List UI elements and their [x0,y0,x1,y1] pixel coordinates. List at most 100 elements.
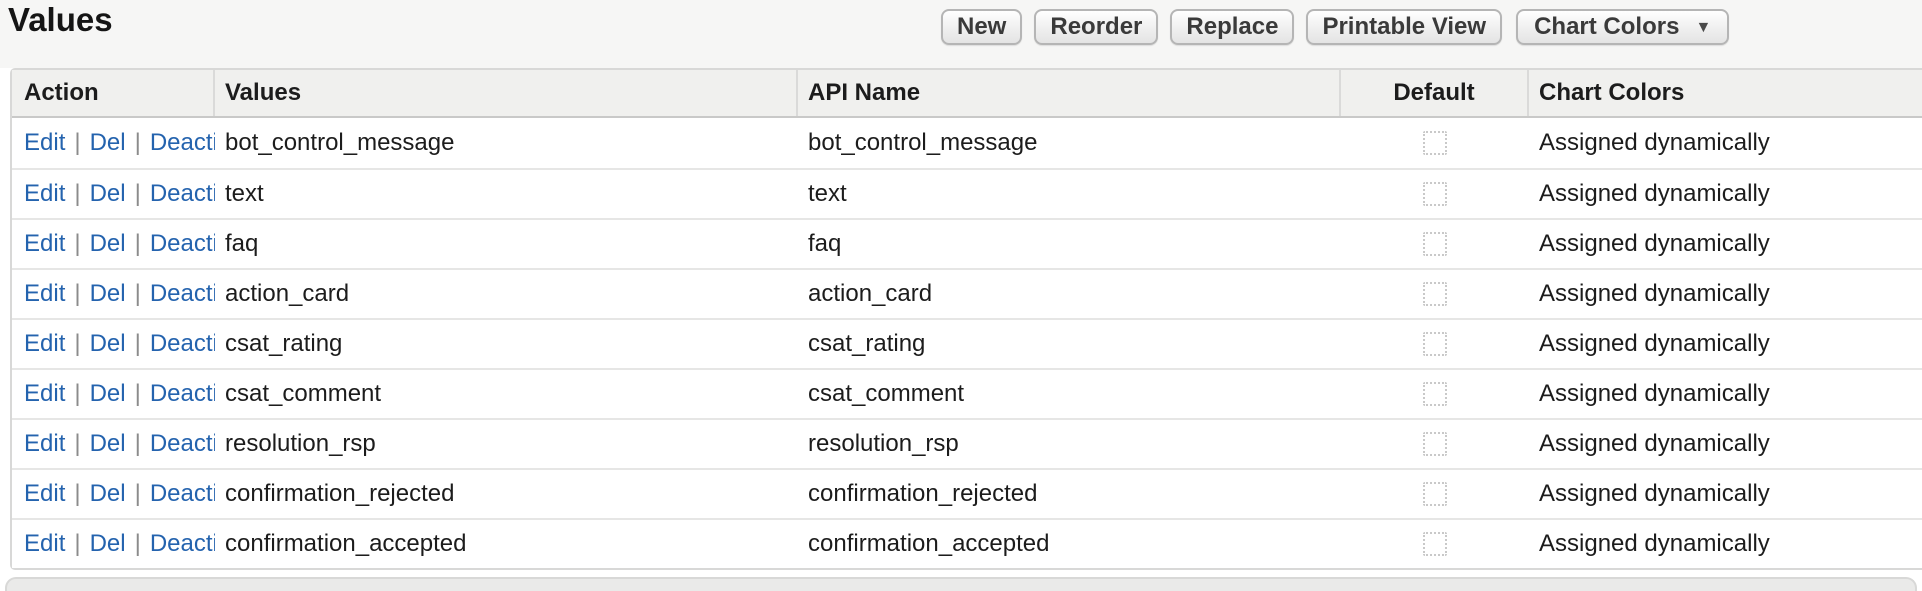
dropdown-arrow-icon: ▼ [1695,19,1712,36]
chart-colors-cell: Assigned dynamically [1539,180,1770,207]
default-cell [1341,420,1529,468]
toolbar-button[interactable]: New [941,9,1023,45]
edit-link[interactable]: Edit [24,230,66,257]
table-row: Edit | Del | Deactivate resolution_rsp r… [12,418,1922,468]
value-cell: confirmation_rejected [225,480,455,507]
toolbar-button[interactable]: Reorder [1034,9,1159,45]
action-cell: Edit | Del | Deactivate [12,520,215,568]
toolbar-button[interactable]: Replace [1170,9,1295,45]
chart-colors-cell: Assigned dynamically [1539,380,1770,407]
action-cell: Edit | Del | Deactivate [12,220,215,268]
edit-link[interactable]: Edit [24,330,66,357]
action-cell: Edit | Del | Deactivate [12,420,215,468]
toolbar-button[interactable]: Printable View [1306,9,1503,45]
chart-colors-cell: Assigned dynamically [1539,430,1770,457]
default-cell [1341,520,1529,568]
link-separator: | [74,530,81,557]
deactivate-link[interactable]: Deactivate [149,380,215,407]
value-cell: confirmation_accepted [225,530,467,557]
column-header-values: Values [215,70,798,116]
del-link[interactable]: Del [89,430,126,457]
deactivate-link[interactable]: Deactivate [149,180,215,207]
value-cell: resolution_rsp [225,430,376,457]
value-cell: bot_control_message [225,129,455,156]
api-name-cell: confirmation_accepted [808,530,1050,557]
edit-link[interactable]: Edit [24,530,66,557]
default-checkbox [1423,282,1447,306]
default-cell [1341,370,1529,418]
deactivate-link[interactable]: Deactivate [149,480,215,507]
link-separator: | [134,330,141,357]
default-checkbox [1423,232,1447,256]
link-separator: | [74,230,81,257]
table-row: Edit | Del | Deactivate confirmation_rej… [12,468,1922,518]
default-cell [1341,470,1529,518]
del-link[interactable]: Del [89,530,126,557]
api-name-cell: csat_rating [808,330,926,357]
link-separator: | [74,330,81,357]
del-link[interactable]: Del [89,380,126,407]
action-cell: Edit | Del | Deactivate [12,118,215,168]
next-section-top-edge [5,577,1917,591]
link-separator: | [134,530,141,557]
link-separator: | [74,180,81,207]
table-row: Edit | Del | Deactivate csat_rating csat… [12,318,1922,368]
table-row: Edit | Del | Deactivate action_card acti… [12,268,1922,318]
table-header-row: Action Values API Name Default Chart Col… [12,70,1922,118]
default-checkbox [1423,332,1447,356]
link-separator: | [134,280,141,307]
deactivate-link[interactable]: Deactivate [149,129,215,156]
deactivate-link[interactable]: Deactivate [149,330,215,357]
chart-colors-cell: Assigned dynamically [1539,280,1770,307]
values-table: Action Values API Name Default Chart Col… [10,68,1922,570]
default-checkbox [1423,482,1447,506]
edit-link[interactable]: Edit [24,180,66,207]
default-checkbox [1423,182,1447,206]
api-name-cell: confirmation_rejected [808,480,1038,507]
chart-colors-dropdown[interactable]: Chart Colors ▼ [1516,9,1730,45]
edit-link[interactable]: Edit [24,129,66,156]
value-cell: faq [225,230,259,257]
link-separator: | [74,430,81,457]
edit-link[interactable]: Edit [24,430,66,457]
column-header-action: Action [12,70,215,116]
deactivate-link[interactable]: Deactivate [149,430,215,457]
del-link[interactable]: Del [89,330,126,357]
del-link[interactable]: Del [89,280,126,307]
link-separator: | [74,280,81,307]
link-separator: | [134,480,141,507]
value-cell: action_card [225,280,350,307]
link-separator: | [134,430,141,457]
edit-link[interactable]: Edit [24,380,66,407]
deactivate-link[interactable]: Deactivate [149,230,215,257]
value-cell: csat_rating [225,330,343,357]
action-cell: Edit | Del | Deactivate [12,320,215,368]
api-name-cell: csat_comment [808,380,965,407]
api-name-cell: faq [808,230,842,257]
default-checkbox [1423,532,1447,556]
del-link[interactable]: Del [89,180,126,207]
default-cell [1341,118,1529,168]
action-cell: Edit | Del | Deactivate [12,270,215,318]
default-checkbox [1423,131,1447,155]
default-checkbox [1423,382,1447,406]
deactivate-link[interactable]: Deactivate [149,280,215,307]
default-cell [1341,220,1529,268]
del-link[interactable]: Del [89,129,126,156]
default-cell [1341,270,1529,318]
del-link[interactable]: Del [89,480,126,507]
column-header-api-name: API Name [798,70,1341,116]
value-cell: csat_comment [225,380,382,407]
del-link[interactable]: Del [89,230,126,257]
link-separator: | [74,480,81,507]
page-title: Values [8,1,113,38]
action-cell: Edit | Del | Deactivate [12,170,215,218]
default-cell [1341,320,1529,368]
link-separator: | [74,380,81,407]
edit-link[interactable]: Edit [24,280,66,307]
deactivate-link[interactable]: Deactivate [149,530,215,557]
chart-colors-cell: Assigned dynamically [1539,330,1770,357]
edit-link[interactable]: Edit [24,480,66,507]
action-cell: Edit | Del | Deactivate [12,370,215,418]
link-separator: | [134,380,141,407]
